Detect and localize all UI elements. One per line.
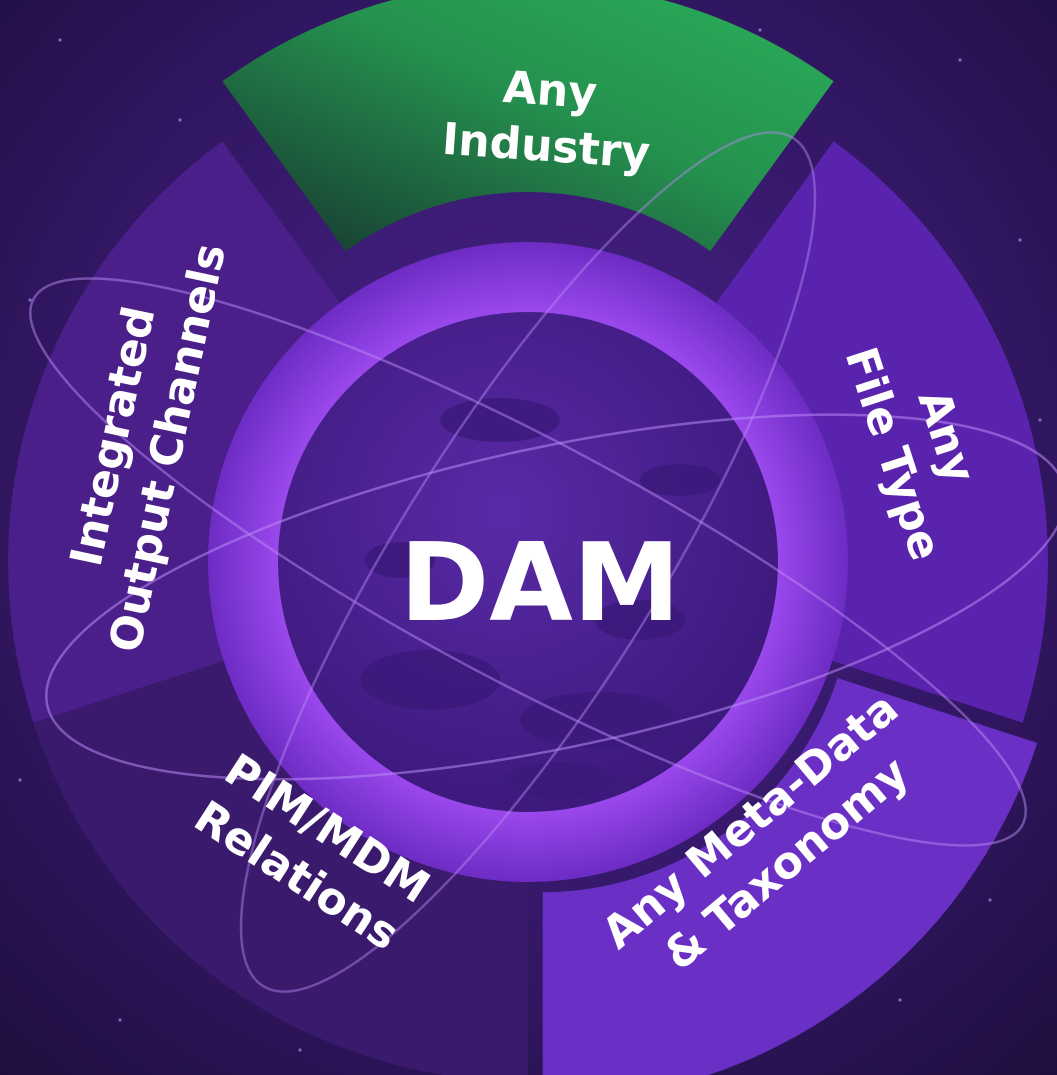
segment-pim-mdm[interactable] (33, 657, 528, 1075)
center-label: DAM (400, 521, 681, 646)
planet-spot-5 (505, 762, 615, 798)
segments (8, 0, 1048, 1075)
planet-spot-1 (520, 692, 680, 748)
star-11 (988, 898, 992, 902)
orbit-line-1 (45, 413, 1057, 781)
star-10 (758, 28, 762, 32)
segment-output-channels[interactable] (8, 141, 346, 723)
star-4 (28, 298, 32, 302)
star-3 (1018, 238, 1022, 242)
planet-texture (360, 398, 720, 798)
segment-meta-data[interactable] (542, 678, 1038, 1075)
planet-spot-6 (640, 464, 720, 496)
segment-industry[interactable] (222, 0, 834, 252)
star-2 (958, 58, 962, 62)
segment-file-type[interactable] (710, 141, 1048, 723)
star-8 (118, 1018, 122, 1022)
planet-spot-0 (360, 650, 500, 710)
orbit-line-3 (239, 131, 817, 993)
planet-spot-4 (365, 542, 435, 578)
planet-spot-3 (595, 600, 685, 640)
star-7 (898, 998, 902, 1002)
star-6 (18, 778, 22, 782)
star-0 (58, 38, 62, 42)
star-14 (298, 1048, 302, 1052)
star-1 (178, 118, 182, 122)
segment-label-line: Any (501, 62, 598, 119)
planet-spot-2 (440, 398, 560, 442)
orbit-lines (29, 131, 1057, 993)
orbit-line-2 (29, 277, 1027, 847)
star-13 (1038, 418, 1042, 422)
